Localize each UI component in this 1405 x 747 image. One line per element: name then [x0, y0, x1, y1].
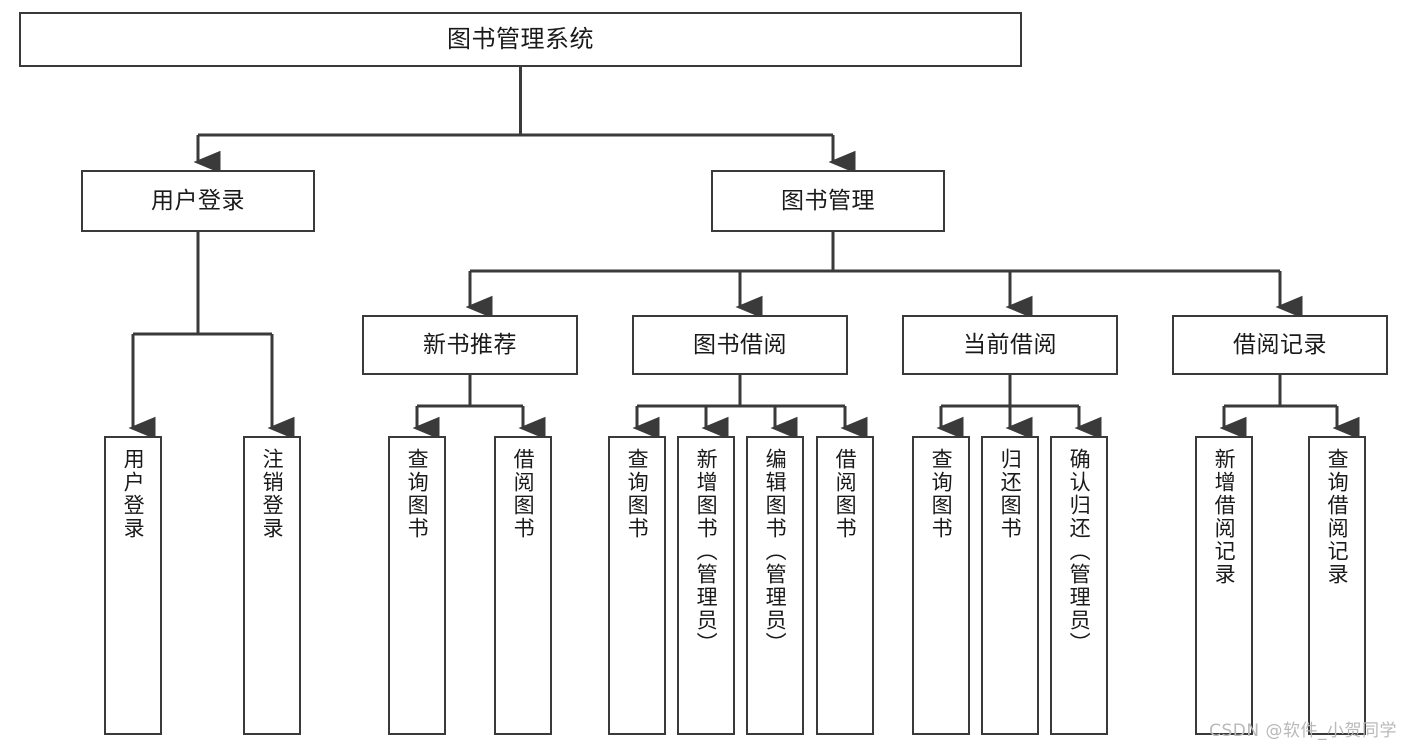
- csdn-watermark: CSDN @软件_小贺同学: [1209, 721, 1397, 741]
- leaf-return-book[interactable]: 归还图书: [981, 436, 1039, 735]
- leaf-edit-book[interactable]: 编辑图书（管理员）: [746, 436, 804, 735]
- leaf-query-book-2[interactable]: 查询图书: [608, 436, 666, 735]
- node-label: 图书借阅: [693, 331, 787, 358]
- node-label: 用户登录: [151, 187, 245, 214]
- node-label: 新书推荐: [423, 331, 517, 358]
- node-label: 借阅记录: [1233, 331, 1327, 358]
- node-label: 注销登录: [260, 448, 285, 540]
- leaf-user-login[interactable]: 用户登录: [104, 436, 162, 735]
- node-label: 归还图书: [998, 448, 1023, 540]
- node-label: 图书管理: [781, 187, 875, 214]
- node-label: 新增借阅记录: [1212, 448, 1237, 586]
- node-label: 用户登录: [121, 448, 146, 540]
- leaf-add-book[interactable]: 新增图书（管理员）: [677, 436, 735, 735]
- node-label: 查询图书: [929, 448, 954, 540]
- node-label: 借阅图书: [833, 448, 858, 540]
- node-label: 查询图书: [405, 448, 430, 540]
- node-new-book-recommend[interactable]: 新书推荐: [362, 315, 578, 375]
- node-user-login[interactable]: 用户登录: [81, 170, 315, 232]
- leaf-query-book-1[interactable]: 查询图书: [388, 436, 446, 735]
- leaf-borrow-book-1[interactable]: 借阅图书: [494, 436, 552, 735]
- node-label: 当前借阅: [963, 331, 1057, 358]
- node-book-manage[interactable]: 图书管理: [711, 170, 945, 232]
- leaf-logout-login[interactable]: 注销登录: [243, 436, 301, 735]
- leaf-add-record[interactable]: 新增借阅记录: [1195, 436, 1253, 735]
- node-book-borrow[interactable]: 图书借阅: [632, 315, 848, 375]
- node-root-system[interactable]: 图书管理系统: [19, 12, 1022, 67]
- leaf-query-record[interactable]: 查询借阅记录: [1308, 436, 1366, 735]
- leaf-query-book-3[interactable]: 查询图书: [912, 436, 970, 735]
- node-label: 确认归还（管理员）: [1067, 448, 1092, 655]
- node-label: 借阅图书: [511, 448, 536, 540]
- leaf-borrow-book-2[interactable]: 借阅图书: [816, 436, 874, 735]
- node-borrow-record[interactable]: 借阅记录: [1172, 315, 1388, 375]
- node-label: 查询借阅记录: [1325, 448, 1350, 586]
- leaf-confirm-return[interactable]: 确认归还（管理员）: [1050, 436, 1108, 735]
- node-label: 图书管理系统: [447, 24, 594, 53]
- node-label: 查询图书: [625, 448, 650, 540]
- node-label: 编辑图书（管理员）: [763, 448, 788, 655]
- node-label: 新增图书（管理员）: [694, 448, 719, 655]
- node-current-borrow[interactable]: 当前借阅: [902, 315, 1118, 375]
